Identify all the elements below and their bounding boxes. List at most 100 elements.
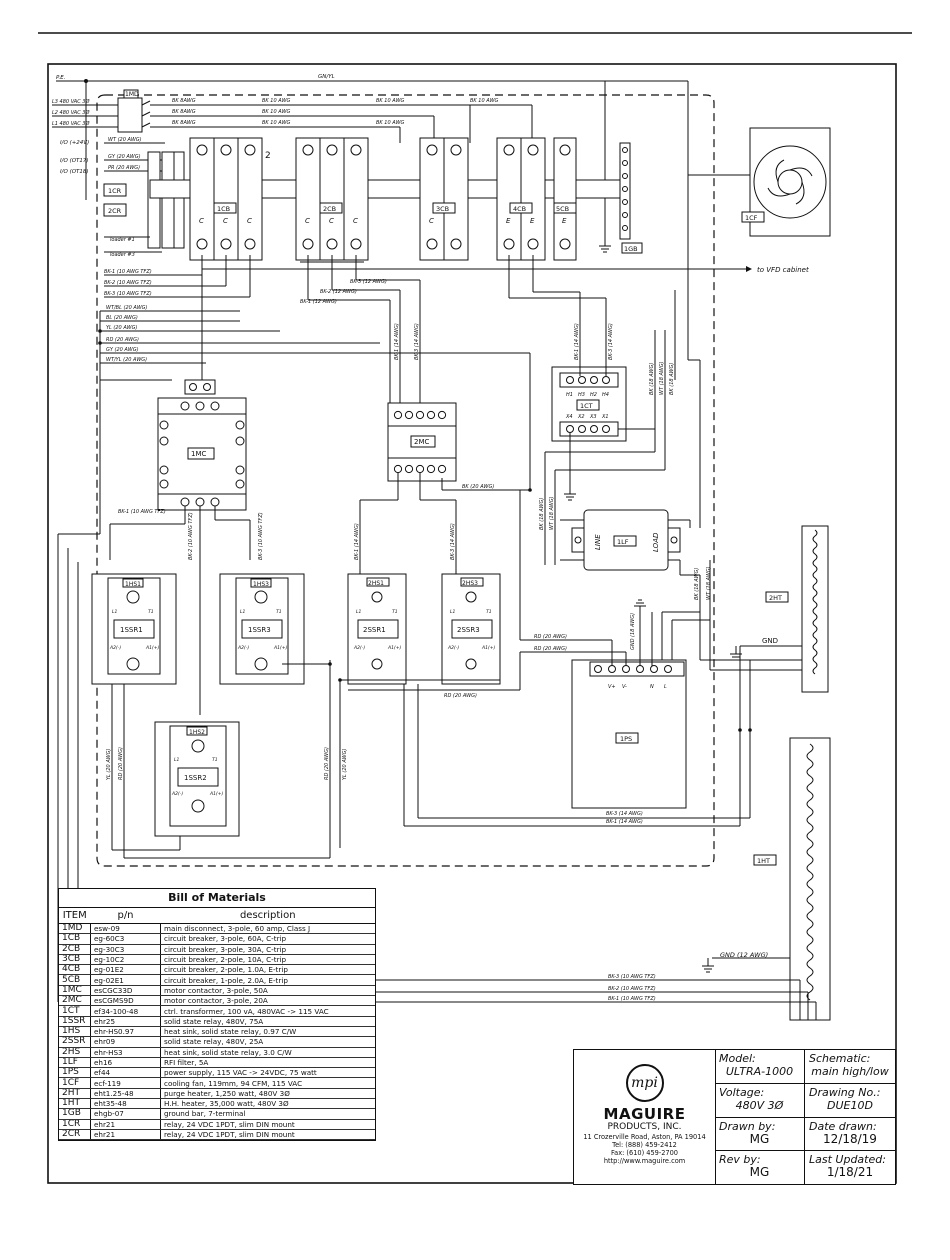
model-cell: Model: ULTRA-1000: [715, 1050, 805, 1084]
wire-lf-wt18b: WT (18 AWG): [706, 566, 712, 600]
bom-pn-cell: eg-02E1: [90, 974, 161, 986]
rev-by-cell: Rev by: MG: [715, 1151, 805, 1184]
bom-item-cell: 1CB: [59, 933, 91, 945]
bom-item-cell: 2CB: [59, 944, 91, 955]
bom-pn-cell: eh16: [90, 1057, 161, 1069]
ps-n: N: [650, 684, 654, 690]
2hs1-label: 2HS1: [368, 580, 384, 587]
drawing-no-value: DUE10D: [827, 1099, 873, 1112]
wire-rd: RD (20 AWG): [106, 337, 139, 343]
ct-h4: H4: [602, 392, 609, 398]
ps-vplus: V+: [608, 684, 616, 690]
bom-item-cell: 2CR: [59, 1129, 91, 1141]
bom-item-cell: 1CT: [59, 1005, 91, 1017]
bom-col-pn: p/n: [90, 908, 161, 924]
wire-2cb-bk1: BK-1 (12 AWG): [300, 299, 337, 305]
wire-bk10-4: BK 10 AWG: [376, 98, 405, 104]
wire-bk2-10: BK-2 (10 AWG TFZ): [104, 280, 152, 286]
bom-title: Bill of Materials: [59, 889, 375, 908]
1md-label: 1MD: [125, 91, 139, 98]
wire-bk8-1: BK 8AWG: [172, 98, 196, 104]
loader3-label: loader #3: [110, 252, 135, 258]
gnd-1ht: GND (12 AWG): [720, 951, 768, 959]
bom-item-cell: 4CB: [59, 964, 91, 976]
io-24v-label: I/O (+24V): [60, 140, 89, 146]
trip-5cb: E: [562, 217, 567, 225]
trip-1cb-a: C: [199, 217, 204, 225]
trip-1cb-b: C: [223, 217, 228, 225]
wire-ct-bk3: BK-3 (14 AWG): [608, 323, 614, 360]
ssr2-a1: A1(+): [209, 791, 223, 797]
1lf-label: 1LF: [617, 538, 629, 546]
ssr2-t1: T1: [212, 757, 218, 763]
bom-item-cell: 2MC: [59, 995, 91, 1007]
ssr-wiring: BK-1 (10 AWG TFZ) BK-2 (10 AWG TFZ) BK-3…: [57, 380, 750, 1002]
l1-label: L1 480 VAC 3Ø: [52, 120, 90, 127]
2cb-label: 2CB: [323, 205, 336, 213]
transformer-1ct: H1 H3 H2 H4 X4 X2 X3 X1 1CT BK-1 (14 AWG…: [508, 255, 701, 565]
wire-2ssr-bk1: BK-1 (14 AWG): [354, 523, 360, 560]
ssr4-a2: A2(-): [353, 645, 365, 651]
1hs3-label: 1HS3: [253, 581, 269, 588]
wire-wt20: WT (20 AWG): [108, 137, 142, 143]
wiring-2cb: BK-3 (12 AWG) BK-2 (12 AWG) BK-1 (12 AWG…: [300, 255, 421, 403]
cooling-fan-1cf: 1CF: [688, 127, 831, 237]
ct-h3: H3: [578, 392, 585, 398]
bom-item-cell: 1HT: [59, 1098, 91, 1110]
wire-1mc-bk3: BK-3 (10 AWG TFZ): [258, 512, 264, 560]
pe-label: P.E.: [56, 75, 66, 81]
bom-desc-cell: motor contactor, 3-pole, 50A: [160, 985, 375, 997]
last-updated-cell: Last Updated: 1/18/21: [805, 1151, 895, 1184]
ground-bar-1gb: 1GB: [599, 142, 643, 254]
bom-desc-cell: heat sink, solid state relay, 0.97 C/W: [160, 1026, 375, 1038]
2ssr3-label: 2SSR3: [457, 626, 480, 634]
wire-1ht-bk3: BK-3 (10 AWG TFZ): [608, 974, 656, 980]
wire-wtbl: WT/BL (20 AWG): [106, 305, 148, 311]
bom-pn-cell: ehgb-07: [90, 1108, 161, 1120]
bom-desc-cell: circuit breaker, 1-pole, 2.0A, E-trip: [160, 974, 375, 986]
1gb-label: 1GB: [624, 245, 638, 253]
bom-pn-cell: eht35-48: [90, 1098, 161, 1110]
bom-desc-cell: cooling fan, 119mm, 94 CFM, 115 VAC: [160, 1077, 375, 1089]
wire-bk8-2: BK 8AWG: [172, 109, 196, 115]
wire-bk10-2: BK 10 AWG: [262, 109, 291, 115]
2ssr1-label: 2SSR1: [363, 626, 386, 634]
lf-load: LOAD: [652, 532, 660, 552]
last-updated-label: Last Updated:: [809, 1153, 886, 1166]
wire-ps-gnd18: GND (18 AWG): [630, 613, 636, 650]
trip-4cb-a: E: [506, 217, 511, 225]
ssr2-l1: L1: [174, 757, 180, 763]
wire-rd-ssr: RD (20 AWG): [444, 693, 477, 699]
ct-x4: X4: [565, 414, 573, 420]
date-drawn-cell: Date drawn: 12/18/19: [805, 1118, 895, 1151]
bom-col-item: ITEM: [59, 908, 91, 924]
wire-bk3-10: BK-3 (10 AWG TFZ): [104, 291, 152, 297]
wire-yl-left: YL (20 AWG): [106, 749, 112, 780]
wire-yl-mid: YL (20 AWG): [342, 749, 348, 780]
1mc-label: 1MC: [191, 450, 206, 458]
wire-2cb-bk3: BK-3 (12 AWG): [350, 279, 387, 285]
bom-pn-cell: ecf-119: [90, 1077, 161, 1089]
bom-item-cell: 5CB: [59, 974, 91, 986]
bom-desc-cell: circuit breaker, 3-pole, 30A, C-trip: [160, 944, 375, 955]
bom-pn-cell: ehr21: [90, 1119, 161, 1130]
bom-pn-cell: eht1.25-48: [90, 1088, 161, 1100]
2ht-label: 2HT: [769, 594, 782, 602]
breaker-row: 1CB 2CB 2 3CB 4CB 5CB: [189, 137, 577, 261]
bom-pn-cell: ehr-HS3: [90, 1047, 161, 1058]
bom-desc-cell: H.H. heater, 35,000 watt, 480V 3Ø: [160, 1098, 375, 1110]
company-tel: Tel: (888) 459-2412: [612, 1141, 677, 1149]
1cr-label: 1CR: [108, 187, 122, 195]
wire-yl: YL (20 AWG): [106, 325, 137, 331]
wire-bk1-10: BK-1 (10 AWG TFZ): [104, 269, 152, 275]
